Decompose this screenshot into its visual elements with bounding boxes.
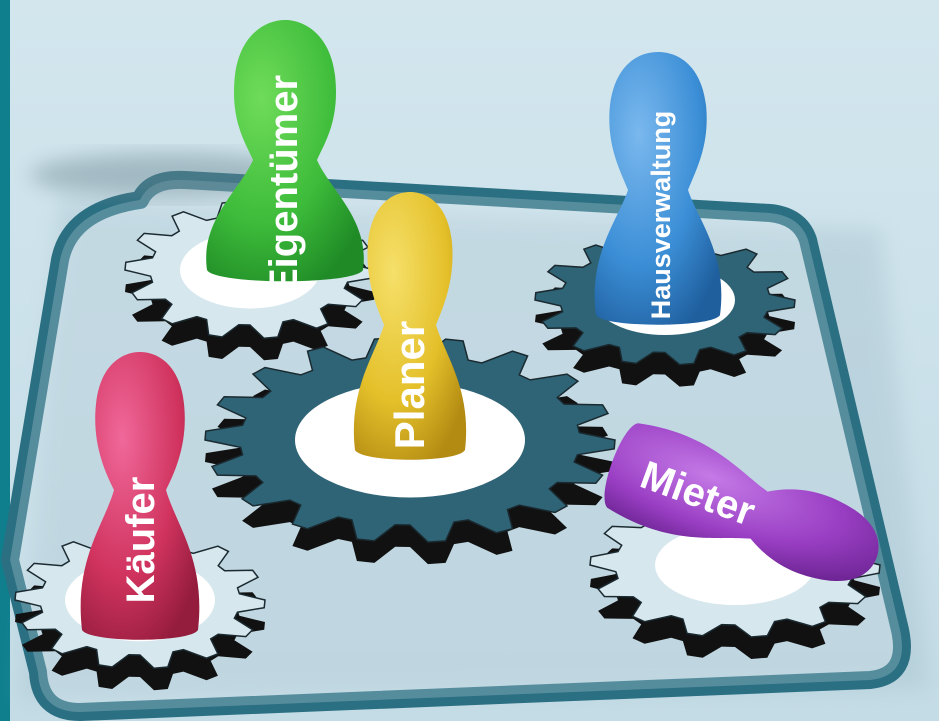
left-stripe: [0, 0, 10, 721]
pawn-hausverwaltung: Hausverwaltung: [594, 52, 722, 325]
pawn-kaeufer: Käufer: [80, 352, 200, 640]
pawn-body: [80, 352, 200, 640]
pawn-label-kaeufer: Käufer: [119, 477, 163, 604]
pawn-label-planer: Planer: [386, 321, 433, 449]
pawn-eigentuemer: Eigentümer: [206, 20, 364, 295]
pawn-label-hausverwaltung: Hausverwaltung: [646, 111, 676, 320]
pawn-body: [206, 20, 364, 282]
pawn-mieter: Mieter: [604, 423, 879, 582]
pawn-body: [353, 192, 467, 460]
pawn-body: [594, 52, 722, 325]
pawn-body: [604, 423, 879, 582]
pawn-label-eigentuemer: Eigentümer: [262, 75, 306, 295]
pawn-planer: Planer: [353, 192, 467, 460]
